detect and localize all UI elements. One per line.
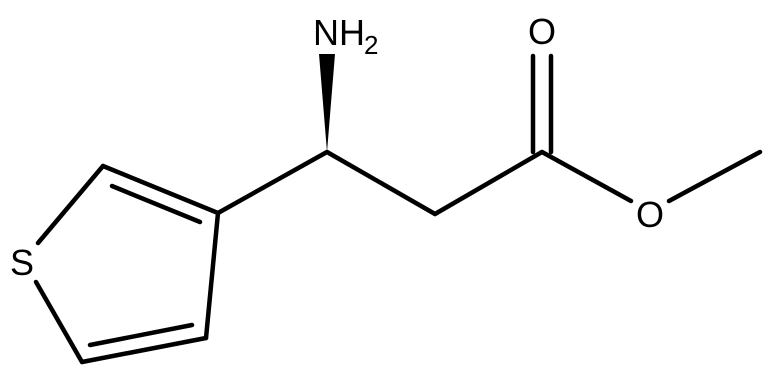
bond-c4-c5 [79,335,209,365]
bond-carbonyl-ester-o [539,149,634,204]
bond-c5-s [33,279,85,365]
atom-label-sulfur: S [10,242,34,283]
bond-c2-c3 [100,163,221,216]
bond-stereocenter-ch2 [324,149,438,217]
bond-c4-c5-inner [87,322,195,348]
bond-s-c2 [35,163,106,246]
atom-label-amine: NH [313,12,365,53]
bond-c3-stereocenter [215,149,330,216]
bond-c2-c3-inner [109,183,203,225]
atom-label-ester-oxygen: O [636,194,664,235]
bond-c3-c4 [203,210,221,341]
atom-label-amine-subscript: 2 [364,30,378,60]
bond-ch2-carbonyl [432,149,545,217]
atom-label-carbonyl-oxygen: O [528,11,556,52]
bond-ester-o-methyl [666,149,763,204]
wedge-bond-to-amine [319,54,335,152]
